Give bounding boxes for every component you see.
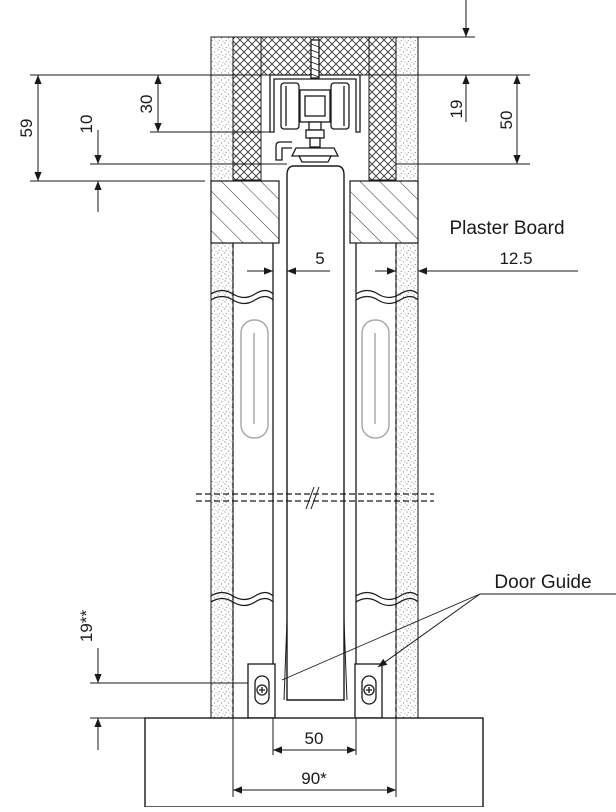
door-guide-left bbox=[247, 663, 276, 719]
dim-50-right-label: 50 bbox=[497, 111, 516, 130]
dim-19-star-label: 19** bbox=[77, 610, 96, 643]
dim-90-star-label: 90* bbox=[301, 769, 327, 788]
cavity-lines bbox=[232, 243, 397, 718]
right-wall-face bbox=[395, 36, 419, 719]
left-wall-face bbox=[210, 36, 234, 719]
break-lines bbox=[196, 289, 434, 607]
dimension-lines bbox=[30, 0, 616, 797]
dim-59-label: 59 bbox=[17, 119, 36, 138]
track-and-trolley bbox=[269, 39, 361, 163]
dim-50-bottom-label: 50 bbox=[305, 729, 324, 748]
plaster-board-label: Plaster Board bbox=[449, 218, 564, 239]
dim-5-label: 5 bbox=[315, 249, 324, 268]
door-guide-label: Door Guide bbox=[494, 572, 591, 593]
door-guide-right bbox=[354, 663, 383, 719]
plaster-board-blocks bbox=[210, 180, 419, 244]
door-leaf bbox=[283, 165, 348, 701]
dim-12-5-label: 12.5 bbox=[499, 249, 532, 268]
dim-19-label: 19 bbox=[447, 100, 466, 119]
dim-10-label: 10 bbox=[77, 115, 96, 134]
jamb-slots bbox=[240, 319, 390, 439]
dim-30-label: 30 bbox=[137, 95, 156, 114]
